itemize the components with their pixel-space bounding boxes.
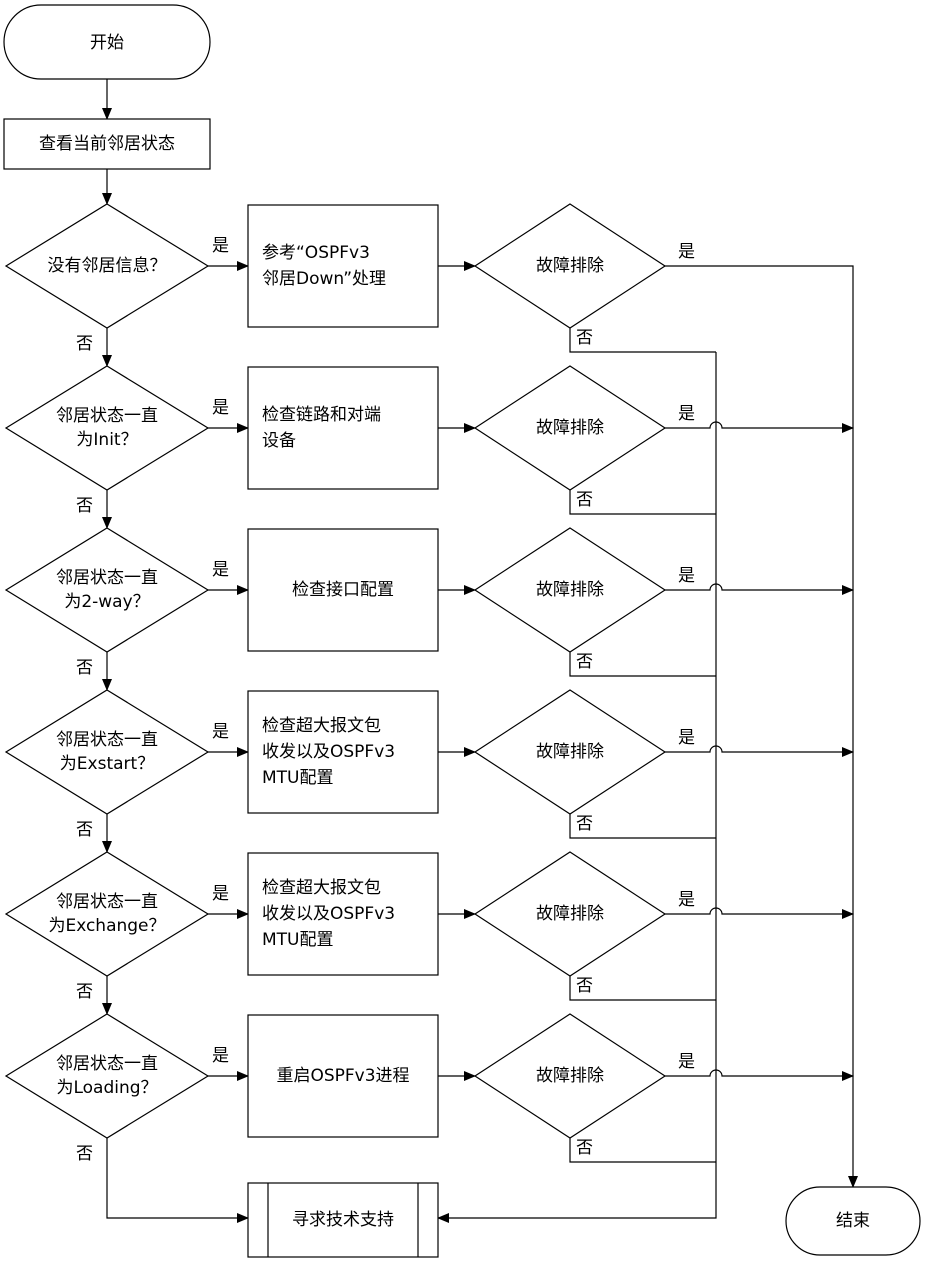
decision-text-3: 邻居状态一直 — [56, 568, 158, 588]
decision-text-2: 为Init？ — [76, 430, 137, 450]
decision-diamond-5 — [4, 851, 210, 977]
decision-diamond-1 — [4, 203, 210, 329]
action-text-2: 检查链路和对端 — [262, 405, 381, 425]
yes-label-4: 是 — [212, 722, 229, 742]
connector-unresolved-2 — [569, 490, 716, 515]
connector-unresolved-4 — [569, 814, 716, 839]
connector-no-to-support — [106, 1138, 249, 1223]
action-text-1: 邻居Down”处理 — [262, 269, 386, 289]
decision-text-3: 为2-way？ — [64, 592, 149, 612]
action-text-1: 参考“OSPFv3 — [262, 243, 370, 263]
check-diamond-3 — [473, 527, 667, 653]
connector-unresolved-5 — [569, 976, 716, 1001]
connector-no-bus — [437, 352, 717, 1223]
check-yes-label-3: 是 — [678, 566, 695, 586]
action-text-6: 重启OSPFv3进程 — [276, 1066, 409, 1086]
connector-unresolved-3 — [569, 652, 716, 677]
action-text-5: MTU配置 — [262, 930, 334, 950]
start-terminal — [3, 4, 211, 80]
connector-resolved-2 — [665, 421, 854, 433]
check-yes-label-4: 是 — [678, 728, 695, 748]
action-text-4: 收发以及OSPFv3 — [262, 742, 395, 762]
connector-resolved-line — [664, 265, 858, 1188]
decision-diamond-6 — [4, 1013, 210, 1139]
check-no-label-2: 否 — [576, 490, 593, 510]
yes-label-5: 是 — [212, 884, 229, 904]
check-yes-label-1: 是 — [678, 242, 695, 262]
yes-label-6: 是 — [212, 1046, 229, 1066]
action-text-2: 设备 — [262, 431, 296, 451]
decision-text-5: 邻居状态一直 — [56, 892, 158, 912]
check-yes-label-2: 是 — [678, 404, 695, 424]
start-label: 开始 — [90, 33, 124, 53]
decision-no-label-1: 否 — [76, 334, 93, 354]
yes-label-3: 是 — [212, 560, 229, 580]
decision-no-label-2: 否 — [76, 496, 93, 516]
action-text-4: 检查超大报文包 — [262, 716, 381, 736]
check-text-5: 故障排除 — [536, 904, 604, 924]
decision-diamond-2 — [4, 365, 210, 491]
action-box-6 — [247, 1014, 439, 1138]
check-no-label-4: 否 — [576, 814, 593, 834]
check-text-6: 故障排除 — [536, 1066, 604, 1086]
check-diamond-4 — [473, 689, 667, 815]
decision-diamond-3 — [4, 527, 210, 653]
action-text-3: 检查接口配置 — [292, 580, 394, 600]
end-terminal — [785, 1186, 921, 1256]
check-no-label-5: 否 — [576, 976, 593, 996]
connector-resolved-5 — [665, 907, 854, 919]
yes-label-2: 是 — [212, 398, 229, 418]
tech-support-label: 寻求技术支持 — [292, 1210, 394, 1230]
action-text-5: 收发以及OSPFv3 — [262, 904, 395, 924]
check-diamond-2 — [473, 365, 667, 491]
check-text-4: 故障排除 — [536, 742, 604, 762]
decision-text-6: 邻居状态一直 — [56, 1054, 158, 1074]
connector-resolved-4 — [665, 745, 854, 757]
connector-resolved-6 — [665, 1069, 854, 1081]
action-box-1 — [247, 204, 439, 328]
connector-unresolved-6 — [569, 1138, 716, 1163]
check-no-label-1: 否 — [576, 328, 593, 348]
check-yes-label-5: 是 — [678, 890, 695, 910]
end-label: 结束 — [836, 1211, 870, 1231]
check-text-3: 故障排除 — [536, 580, 604, 600]
decision-no-label-3: 否 — [76, 658, 93, 678]
decision-no-label-5: 否 — [76, 982, 93, 1002]
check-diamond-6 — [473, 1013, 667, 1139]
check-diamond-5 — [473, 851, 667, 977]
action-box-3 — [247, 528, 439, 652]
decision-text-4: 邻居状态一直 — [56, 730, 158, 750]
check-neighbor-state-box — [3, 118, 211, 170]
decision-no-label-4: 否 — [76, 820, 93, 840]
action-box-5 — [247, 852, 439, 976]
check-yes-label-6: 是 — [678, 1052, 695, 1072]
check-no-label-6: 否 — [576, 1138, 593, 1158]
check-text-2: 故障排除 — [536, 418, 604, 438]
check-text-1: 故障排除 — [536, 256, 604, 276]
decision-text-4: 为Exstart？ — [60, 754, 154, 774]
decision-diamond-4 — [4, 689, 210, 815]
connector-unresolved-1 — [569, 328, 716, 353]
connector-resolved-3 — [665, 583, 854, 595]
action-text-4: MTU配置 — [262, 768, 334, 788]
decision-text-1: 没有邻居信息？ — [48, 256, 167, 276]
decision-text-2: 邻居状态一直 — [56, 406, 158, 426]
check-neighbor-state-label: 查看当前邻居状态 — [39, 134, 175, 154]
yes-label-1: 是 — [212, 236, 229, 256]
action-box-2 — [247, 366, 439, 490]
decision-text-6: 为Loading？ — [56, 1078, 157, 1098]
check-diamond-1 — [473, 203, 667, 329]
action-box-4 — [247, 690, 439, 814]
decision-no-label-6: 否 — [76, 1144, 93, 1164]
check-no-label-3: 否 — [576, 652, 593, 672]
action-text-5: 检查超大报文包 — [262, 878, 381, 898]
tech-support-box — [247, 1182, 439, 1258]
decision-text-5: 为Exchange？ — [48, 916, 165, 936]
